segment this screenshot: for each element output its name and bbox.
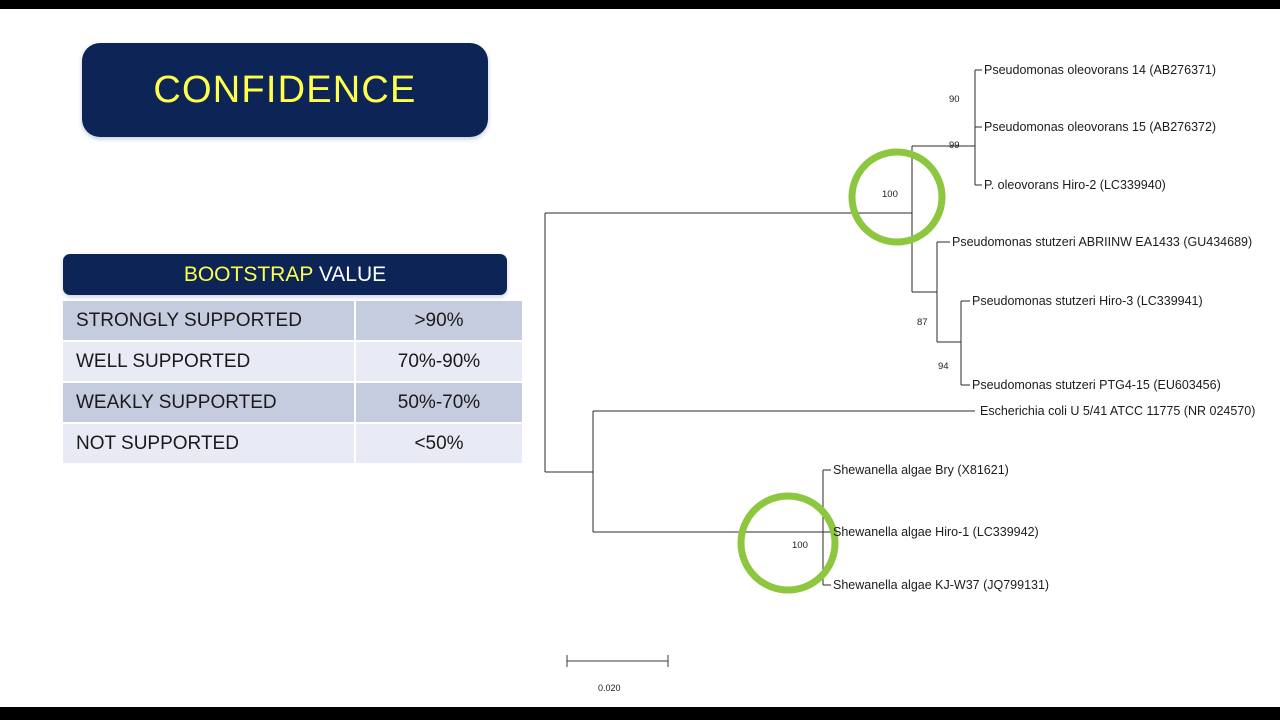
table-row: STRONGLY SUPPORTED >90% <box>63 301 522 341</box>
bootstrap-value-100-pseudomonas: 100 <box>882 189 898 200</box>
scale-bar-label: 0.020 <box>598 683 621 693</box>
bootstrap-value-block: BOOTSTRAP VALUE STRONGLY SUPPORTED >90% … <box>63 254 522 463</box>
bootstrap-value-90: 90 <box>949 94 960 105</box>
leaf-label-pseudomonas-stutzeri-hiro-3: Pseudomonas stutzeri Hiro-3 (LC339941) <box>972 294 1203 308</box>
table-cell-value: 50%-70% <box>355 381 522 423</box>
table-cell-value: <50% <box>355 422 522 463</box>
tree-branches <box>544 69 982 667</box>
leaf-label-escherichia-coli: Escherichia coli U 5/41 ATCC 11775 (NR 0… <box>980 404 1256 418</box>
letterbox-top <box>0 0 1280 9</box>
bootstrap-value-100-shewanella: 100 <box>792 540 808 551</box>
leaf-label-pseudomonas-stutzeri-abriinw: Pseudomonas stutzeri ABRIINW EA1433 (GU4… <box>952 235 1253 249</box>
leaf-label-shewanella-algae-hiro-1: Shewanella algae Hiro-1 (LC339942) <box>833 525 1039 539</box>
table-cell-label: WELL SUPPORTED <box>63 340 356 382</box>
table-row: NOT SUPPORTED <50% <box>63 422 522 463</box>
table-row: WEAKLY SUPPORTED 50%-70% <box>63 381 522 423</box>
phylogenetic-tree: Pseudomonas oleovorans 14 (AB276371) Pse… <box>520 20 1280 700</box>
table-cell-label: NOT SUPPORTED <box>63 422 356 463</box>
table-cell-label: STRONGLY SUPPORTED <box>63 301 356 341</box>
page-title-pill: CONFIDENCE <box>82 43 488 137</box>
bootstrap-value-99: 99 <box>949 140 960 151</box>
scale-bar <box>566 655 669 667</box>
highlight-circle-pseudomonas-node <box>848 148 946 246</box>
header-word-bootstrap: BOOTSTRAP <box>183 262 313 286</box>
bootstrap-value-94: 94 <box>938 361 949 372</box>
table-row: WELL SUPPORTED 70%-90% <box>63 340 522 382</box>
bootstrap-table-header: BOOTSTRAP VALUE <box>63 254 507 295</box>
leaf-label-pseudomonas-oleovorans-15: Pseudomonas oleovorans 15 (AB276372) <box>984 120 1217 134</box>
bootstrap-table: STRONGLY SUPPORTED >90% WELL SUPPORTED 7… <box>63 301 522 463</box>
leaf-label-shewanella-algae-kj-w37: Shewanella algae KJ-W37 (JQ799131) <box>833 578 1050 592</box>
page-title: CONFIDENCE <box>153 68 417 111</box>
leaf-label-pseudomonas-stutzeri-ptg4-15: Pseudomonas stutzeri PTG4-15 (EU603456) <box>972 378 1221 392</box>
bootstrap-table-header-text: BOOTSTRAP VALUE <box>184 263 386 287</box>
header-word-value: VALUE <box>312 262 387 286</box>
highlight-circle-shewanella-node <box>737 492 839 594</box>
table-cell-label: WEAKLY SUPPORTED <box>63 381 356 423</box>
letterbox-bottom <box>0 707 1280 720</box>
table-cell-value: >90% <box>355 301 522 341</box>
bootstrap-value-87: 87 <box>917 317 928 328</box>
leaf-label-p-oleovorans-hiro-2: P. oleovorans Hiro-2 (LC339940) <box>984 178 1166 192</box>
table-cell-value: 70%-90% <box>355 340 522 382</box>
leaf-label-shewanella-algae-bry: Shewanella algae Bry (X81621) <box>833 463 1009 477</box>
leaf-label-pseudomonas-oleovorans-14: Pseudomonas oleovorans 14 (AB276371) <box>984 63 1217 77</box>
